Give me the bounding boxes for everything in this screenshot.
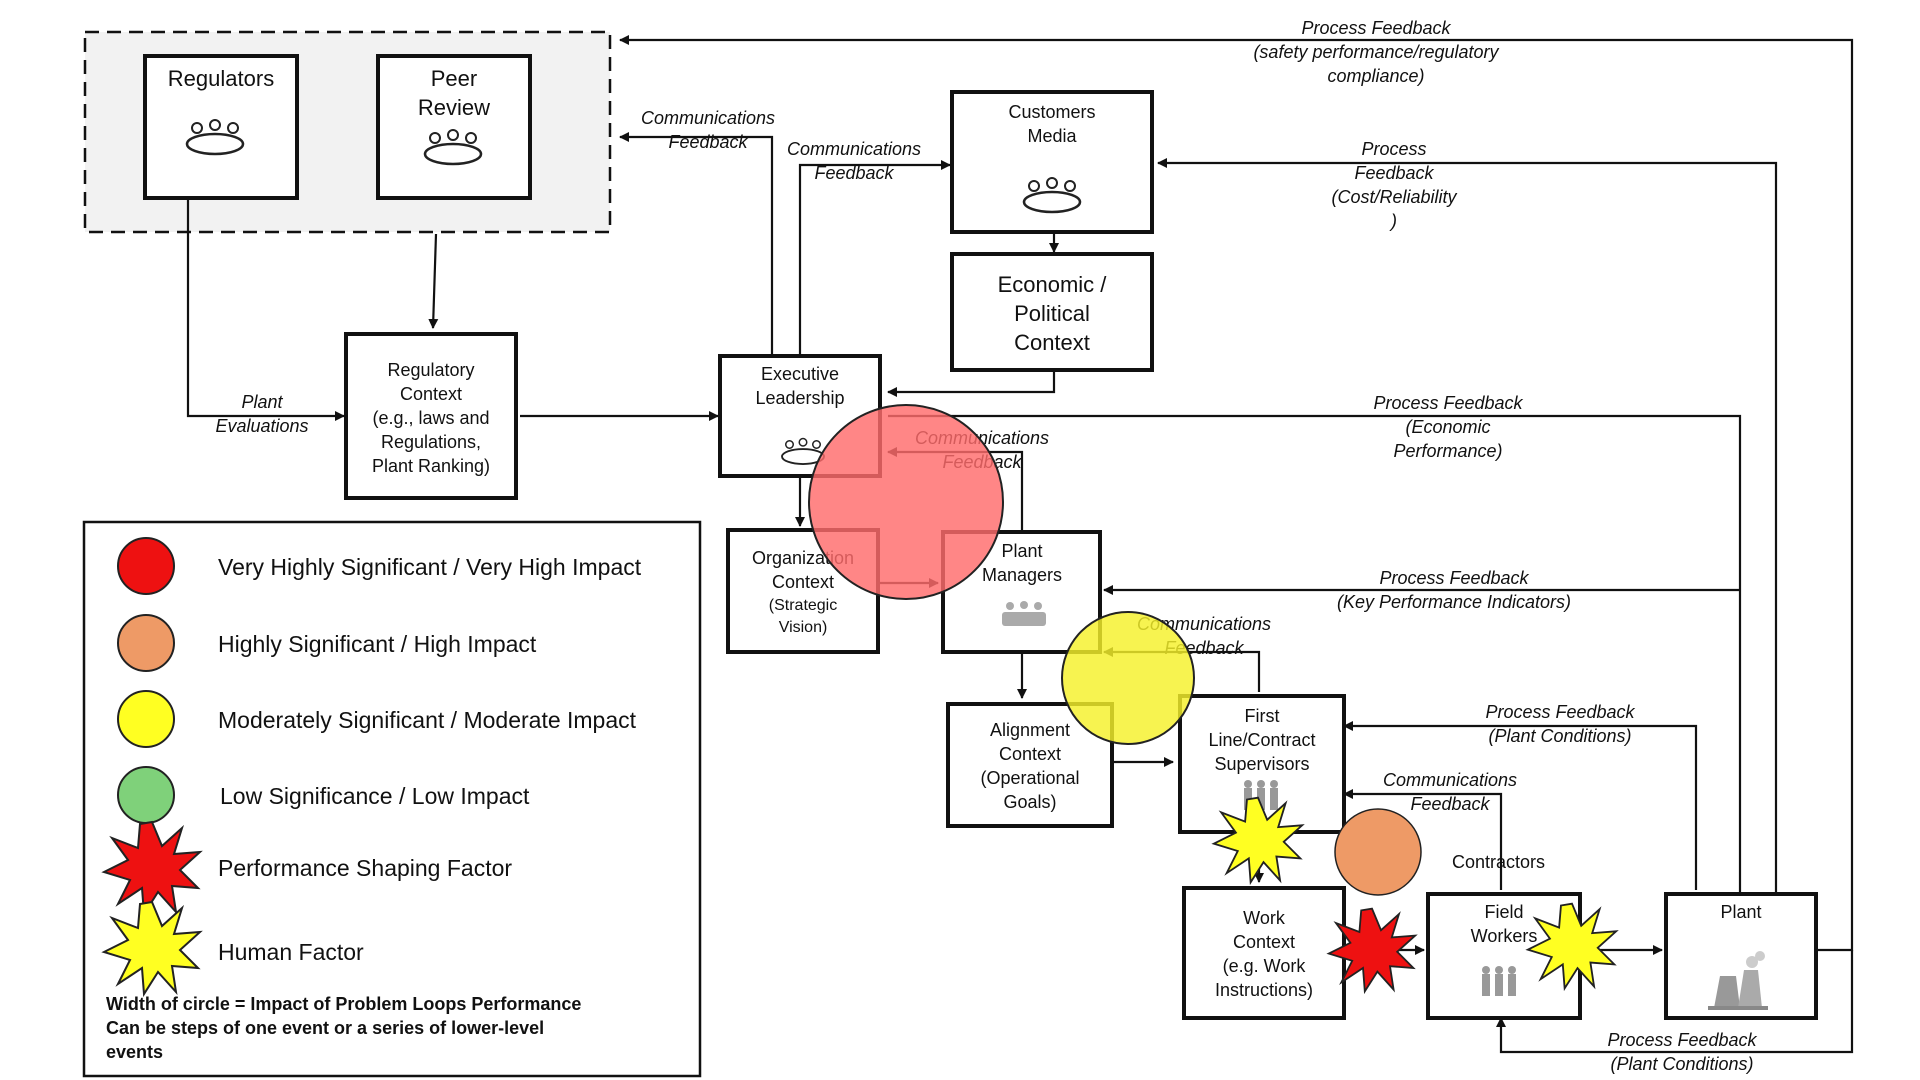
- legend-swatch-very-high: [117, 537, 175, 595]
- high-impact-circle: [1334, 808, 1422, 896]
- legend: Very Highly Significant / Very High Impa…: [82, 520, 702, 1078]
- performance-shaping-factor-starburst: [1326, 907, 1418, 995]
- legend-label-low: Low Significance / Low Impact: [220, 783, 530, 809]
- legend-frame: [82, 520, 702, 1078]
- pf-kpi-label: Process Feedback(Key Performance Indicat…: [1337, 568, 1571, 612]
- team-icon: [1002, 601, 1046, 626]
- box-regulators: Regulators: [143, 54, 299, 200]
- legend-label-psf: Performance Shaping Factor: [218, 855, 512, 881]
- legend-hf-starburst: [101, 900, 203, 998]
- legend-label-moderate: Moderately Significant / Moderate Impact: [218, 707, 637, 733]
- pf-safety-label: Process Feedback(safety performance/regu…: [1253, 18, 1499, 86]
- box-plant: Plant: [1664, 892, 1818, 1020]
- pf-plant-cond-2-label: Process Feedback(Plant Conditions): [1607, 1030, 1757, 1074]
- power-plant-icon: [1708, 951, 1768, 1010]
- contractors-label: Contractors: [1452, 852, 1545, 872]
- legend-swatch-high: [117, 614, 175, 672]
- human-factor-starburst: [1211, 796, 1305, 886]
- regulators-label: Regulators: [168, 66, 274, 91]
- very-high-impact-circle: [808, 404, 1004, 600]
- edge-labels: Process Feedback(safety performance/regu…: [215, 18, 1757, 1074]
- human-factor-starburst: [1525, 902, 1619, 992]
- pf-plant-cond-1-label: Process Feedback(Plant Conditions): [1485, 702, 1635, 746]
- workers-icon: [1482, 966, 1516, 996]
- legend-label-very-high: Very Highly Significant / Very High Impa…: [218, 554, 642, 580]
- legend-label-high: Highly Significant / High Impact: [218, 631, 537, 657]
- legend-swatch-moderate: [117, 690, 175, 748]
- legend-swatch-low: [117, 766, 175, 824]
- legend-note: Width of circle = Impact of Problem Loop…: [106, 994, 581, 1062]
- legend-label-hf: Human Factor: [218, 939, 364, 965]
- plant-label: Plant: [1720, 902, 1761, 922]
- moderate-impact-circle: [1061, 611, 1195, 745]
